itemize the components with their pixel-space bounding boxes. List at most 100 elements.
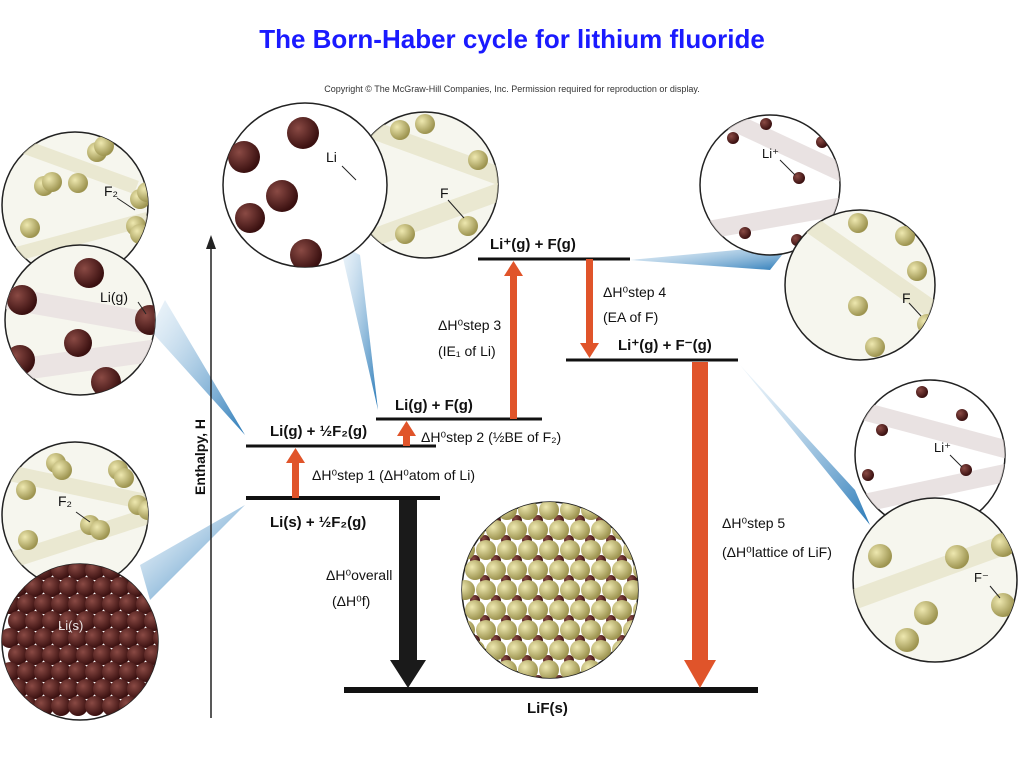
f-sphere [528, 640, 548, 660]
f-sphere [623, 580, 638, 600]
label-li-s: Li(s) [58, 618, 83, 633]
f-sphere [591, 640, 611, 660]
li-sphere [575, 675, 585, 678]
li-sphere [51, 594, 71, 614]
li-sphere [638, 675, 648, 685]
f-sphere [549, 600, 569, 620]
li-sphere [119, 662, 139, 682]
f-sphere [539, 660, 559, 678]
f-sphere [539, 620, 559, 640]
circle-li-solid: Li(s) [1, 563, 181, 721]
f-sphere [486, 600, 506, 620]
f-sphere [497, 580, 517, 600]
li-sphere [25, 611, 45, 631]
circle-li-ions-top: Li⁺ [699, 114, 841, 256]
li-sphere [136, 696, 156, 716]
li-sphere [470, 515, 480, 525]
f-sphere [591, 560, 611, 580]
circle-li-ions-bottom: Li⁺ [854, 379, 1006, 531]
li-sphere [638, 595, 648, 605]
li-sphere [17, 662, 37, 682]
pointer-li-plus-f-minus [740, 365, 870, 525]
f-sphere [476, 540, 496, 560]
f-sphere [462, 502, 475, 520]
f-sphere [570, 640, 590, 660]
li-sphere [2, 696, 20, 716]
f-sphere [581, 540, 601, 560]
step-3-desc: (IE₁ of Li) [438, 343, 496, 359]
step-3-label: ΔH⁰step 3 [438, 317, 501, 333]
f-sphere [570, 600, 590, 620]
li-sphere [51, 696, 71, 716]
f-sphere [462, 660, 475, 678]
li-sphere [480, 655, 490, 665]
circle-f2-gas-top: F₂ [1, 131, 149, 279]
f-sphere [465, 640, 485, 660]
axis-label: Enthalpy, H [192, 419, 208, 495]
li-sphere [85, 594, 105, 614]
f-sphere [560, 540, 580, 560]
label-f2-bottom: F₂ [58, 493, 72, 509]
li-sphere [59, 577, 79, 597]
f-sphere [602, 540, 622, 560]
li-sphere [93, 611, 113, 631]
step-5-label: ΔH⁰step 5 [722, 515, 785, 531]
li-sphere [17, 628, 37, 648]
f-sphere [623, 660, 638, 678]
li-sphere [25, 679, 45, 699]
li-sphere [596, 675, 606, 678]
overall-label: ΔH⁰overall [326, 567, 392, 583]
li-sphere [136, 662, 156, 682]
li-sphere [102, 594, 122, 614]
li-sphere [42, 679, 62, 699]
f-sphere [633, 640, 638, 660]
li-sphere [627, 535, 637, 545]
f-sphere [518, 620, 538, 640]
f-sphere [465, 560, 485, 580]
li-sphere [110, 611, 130, 631]
label-f-right: F [902, 290, 911, 306]
circle-li-atoms: Li [222, 102, 388, 268]
lif-lattice [462, 502, 648, 685]
f-sphere [465, 600, 485, 620]
li-sphere [470, 675, 480, 678]
f-sphere [539, 580, 559, 600]
li-sphere [85, 696, 105, 716]
li-sphere [34, 662, 54, 682]
li-sphere [76, 611, 96, 631]
f-sphere [570, 560, 590, 580]
li-sphere [59, 611, 79, 631]
f-sphere [549, 520, 569, 540]
f-sphere [528, 520, 548, 540]
li-sphere [512, 675, 522, 678]
li-sphere [638, 555, 648, 565]
li-sphere [161, 679, 181, 699]
step-1-label: ΔH⁰step 1 (ΔH⁰atom of Li) [312, 467, 475, 483]
f-sphere [486, 640, 506, 660]
f-sphere [570, 520, 590, 540]
f-sphere [465, 520, 485, 540]
step-4-desc: (EA of F) [603, 309, 658, 325]
f-sphere [476, 580, 496, 600]
li-sphere [638, 515, 648, 525]
pointer-li-f-g [340, 245, 378, 410]
f-sphere [602, 620, 622, 640]
li-sphere [127, 577, 147, 597]
label-li-g: Li(g) [100, 289, 128, 305]
f-sphere [549, 560, 569, 580]
li-sphere [127, 645, 147, 665]
li-sphere [8, 645, 28, 665]
li-sphere [17, 594, 37, 614]
li-sphere [627, 655, 637, 665]
label-li-atom: Li [326, 149, 337, 165]
li-sphere [76, 577, 96, 597]
f-sphere [528, 600, 548, 620]
f-sphere [612, 600, 632, 620]
page-title: The Born-Haber cycle for lithium fluorid… [259, 24, 765, 54]
li-sphere [25, 645, 45, 665]
f-sphere [497, 540, 517, 560]
f-sphere [623, 540, 638, 560]
li-sphere [8, 611, 28, 631]
li-sphere [638, 635, 648, 645]
